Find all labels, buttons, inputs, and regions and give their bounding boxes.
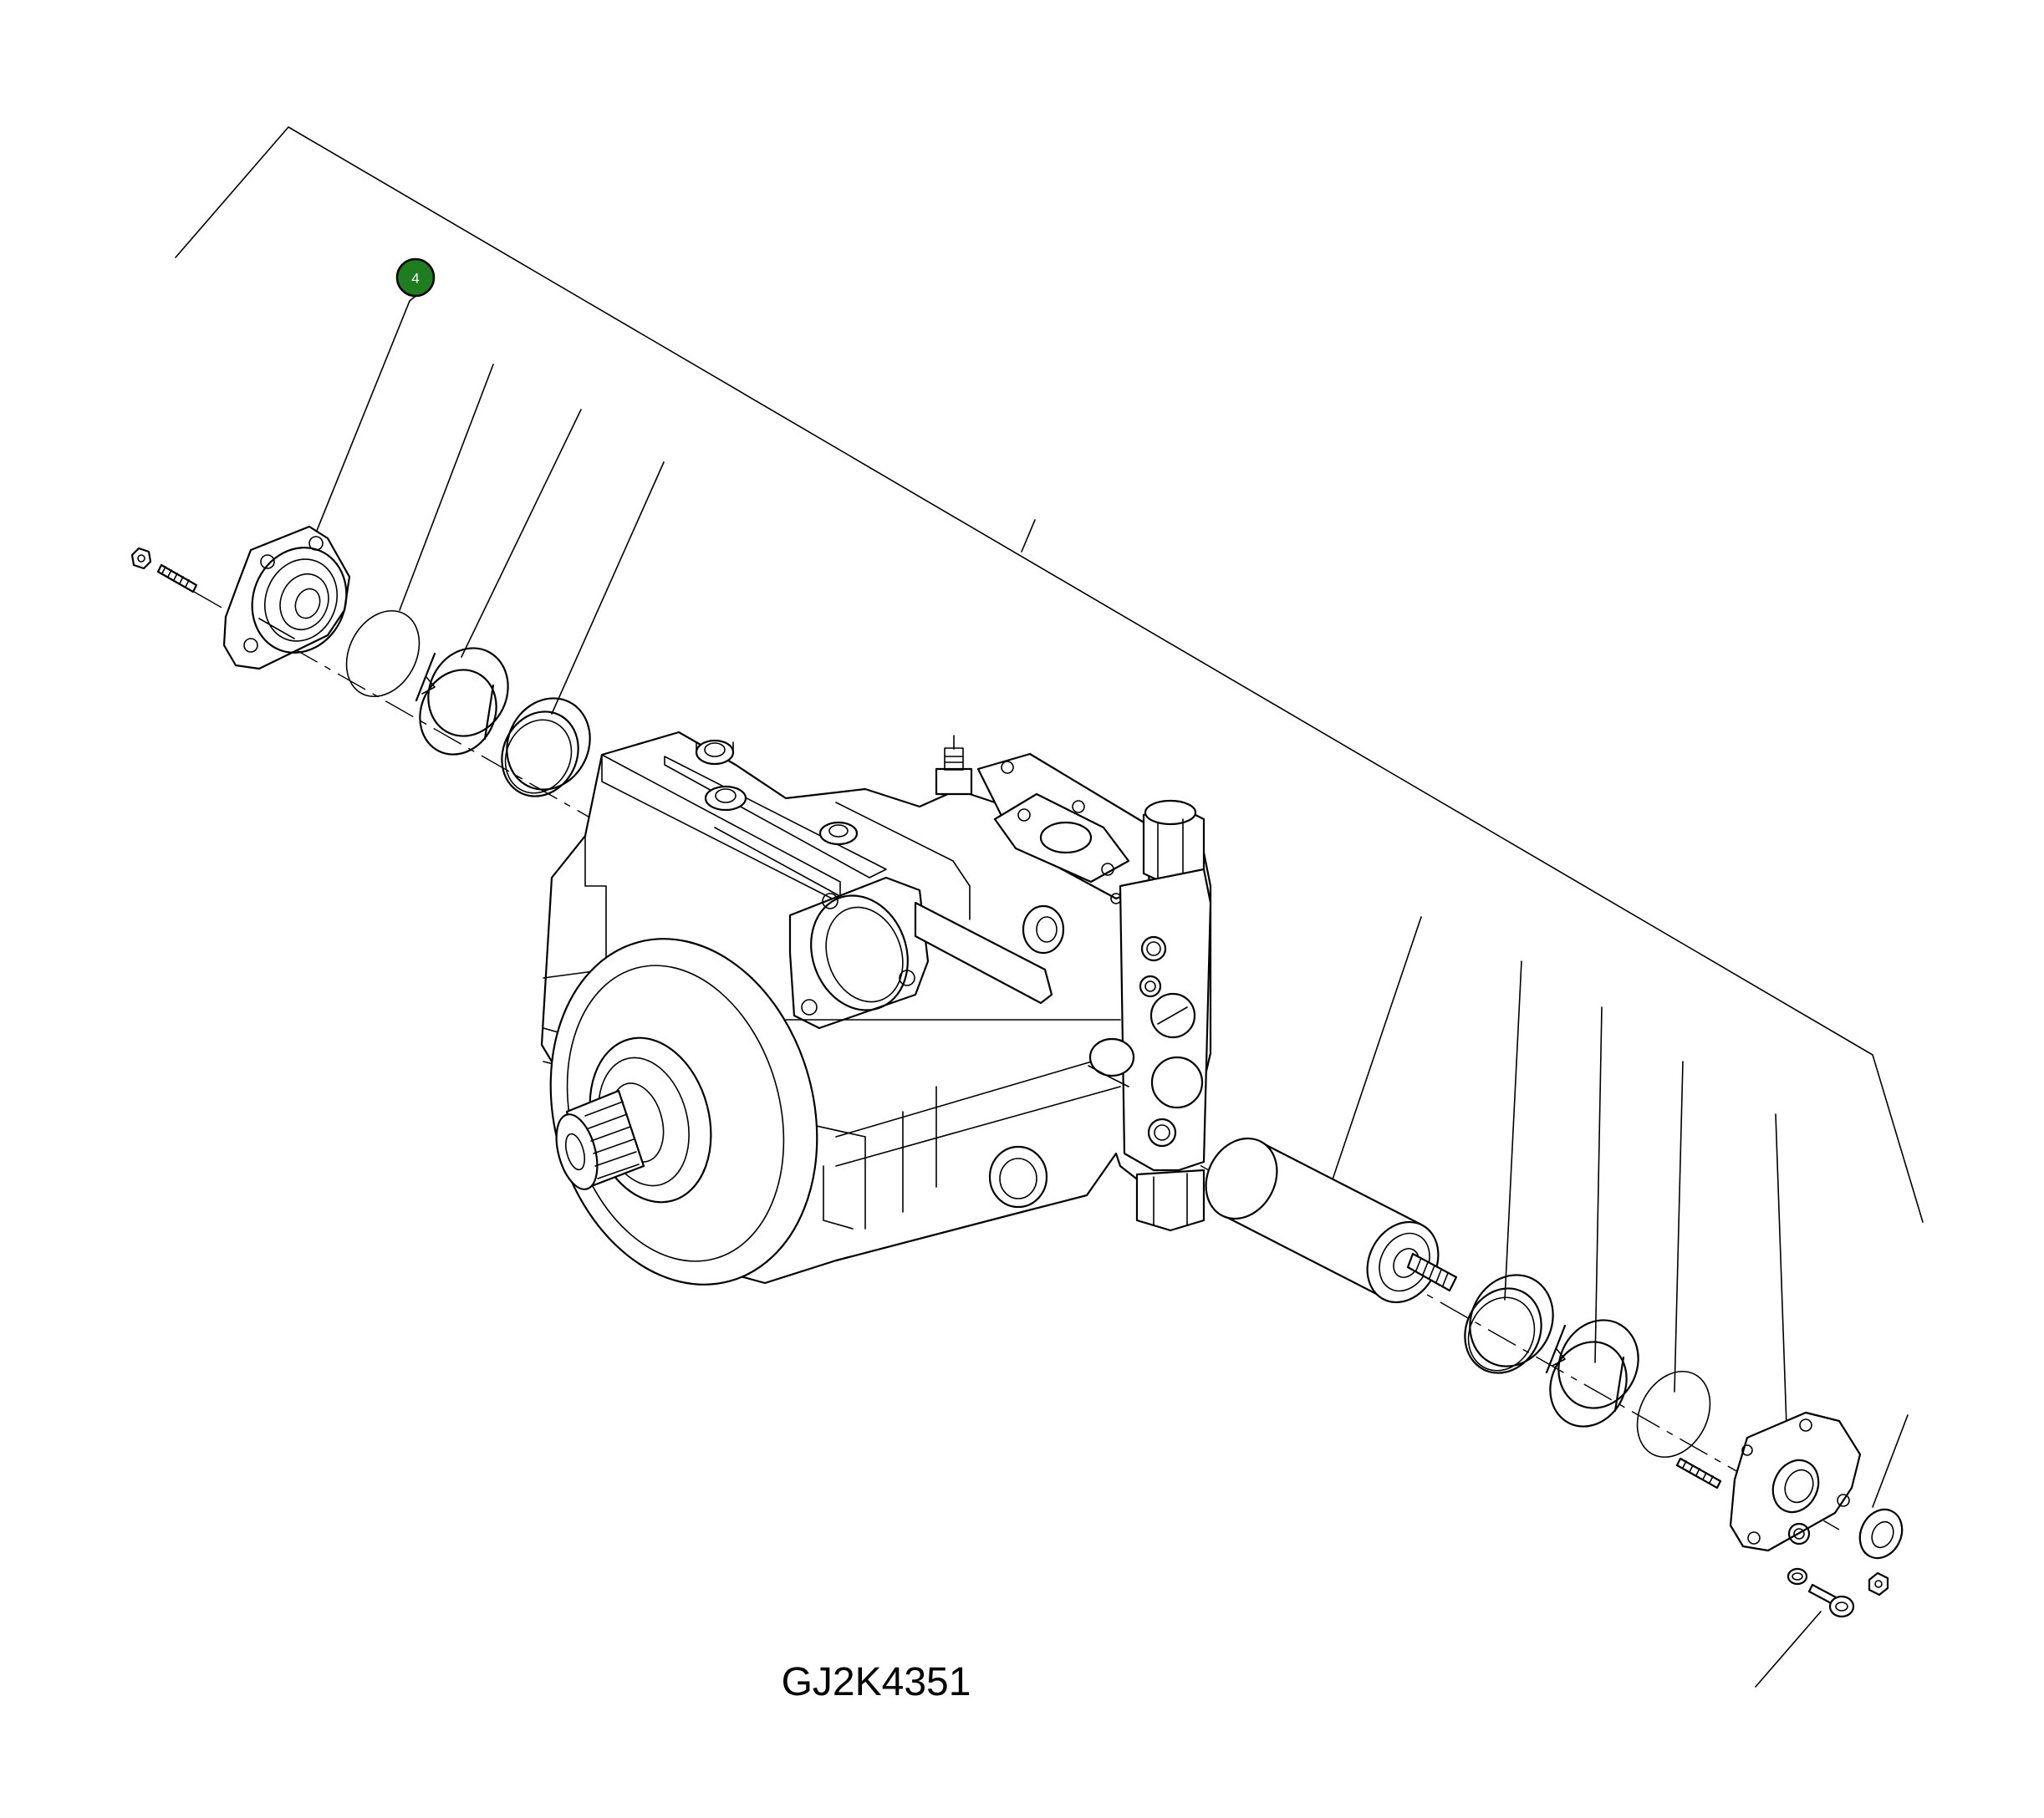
right-split-bushing: [1545, 1319, 1639, 1428]
left-cover-flange: [222, 525, 351, 670]
callout-4[interactable]: 4: [395, 257, 436, 302]
right-stud: [1675, 1457, 1722, 1490]
left-ring: [501, 697, 591, 797]
right-seal-disc: [1636, 1370, 1711, 1459]
right-bolt-washer: [1787, 1567, 1855, 1618]
callout-number: 4: [411, 271, 419, 287]
right-cover-flange: [1729, 1411, 1862, 1552]
drawing-id: GJ2K4351: [782, 1660, 971, 1704]
right-cylinder: [1205, 1137, 1458, 1304]
right-nut: [1858, 1508, 1904, 1596]
left-bolt: [130, 547, 198, 593]
pump-body: [540, 731, 1212, 1286]
leader-lines: [175, 126, 1924, 1688]
right-ring: [1464, 1274, 1554, 1374]
left-seal-disc: [345, 609, 421, 698]
callout-circle[interactable]: [395, 257, 436, 298]
left-split-bushing: [415, 647, 509, 756]
